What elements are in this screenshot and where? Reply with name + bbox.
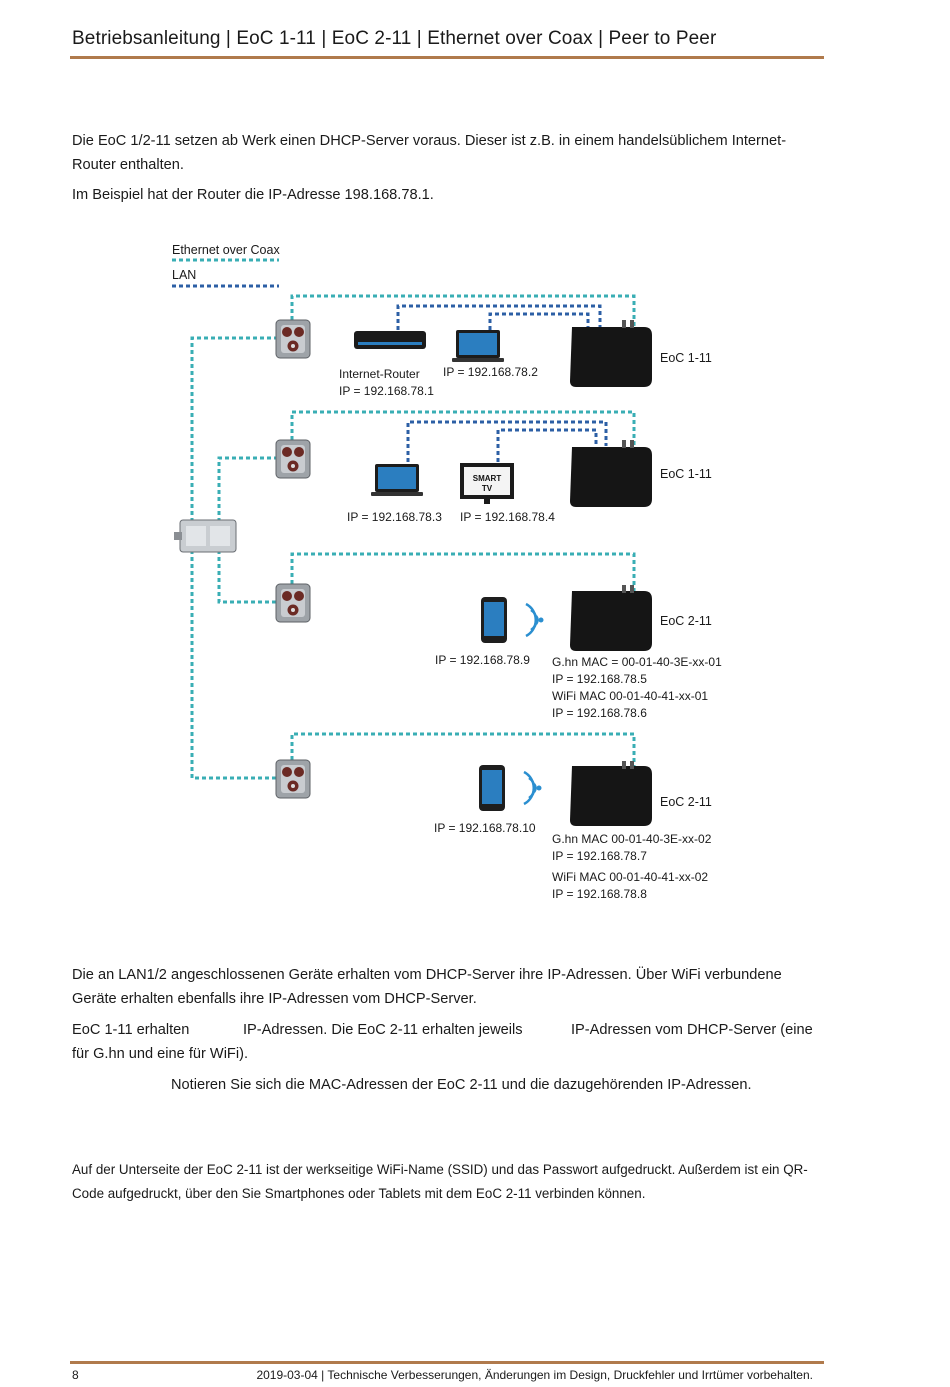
lan-lines — [396, 304, 608, 462]
coax-outlet-1 — [275, 319, 311, 359]
ip-count-line2: für G.hn und eine für WiFi). — [72, 1046, 249, 1062]
wifi-icon-2 — [522, 770, 543, 806]
eoc-d-wifi-ip: IP = 192.168.78.8 — [552, 887, 647, 901]
router-ip-label: IP = 192.168.78.1 — [339, 384, 434, 398]
eoc-device-d — [570, 766, 652, 826]
mac-note: Notieren Sie sich die MAC-Adressen der E… — [171, 1077, 752, 1093]
ip-count-part1: EoC 1-11 erhalten — [72, 1022, 190, 1038]
eoc-device-b — [570, 447, 652, 507]
internet-router-device — [354, 331, 426, 349]
eoc-device-c — [570, 591, 652, 651]
laptop2-ip-label: IP = 192.168.78.3 — [347, 510, 442, 524]
eoc-c-ghn-ip: IP = 192.168.78.5 — [552, 672, 647, 686]
laptop-device-2 — [371, 464, 423, 496]
smartphone-device-1 — [481, 597, 507, 643]
coax-lines — [190, 294, 636, 780]
ip-count-paragraph: EoC 1-11 erhalten IP-Adressen. Die EoC 2… — [72, 1018, 824, 1066]
tv-ip-label: IP = 192.168.78.4 — [460, 510, 555, 524]
wifi-icon-1 — [524, 602, 545, 638]
dhcp-p-line1: Die an LAN1/2 angeschlossenen Geräte erh… — [72, 967, 782, 983]
eoc-d-ghn-ip: IP = 192.168.78.7 — [552, 849, 647, 863]
eoc-a-port — [622, 320, 626, 328]
coax-outlet-4 — [275, 759, 311, 799]
ip-count-part3: IP-Adressen vom DHCP-Server (eine — [571, 1022, 813, 1038]
eoc-c-wifi-ip: IP = 192.168.78.6 — [552, 706, 647, 720]
network-diagram: Ethernet over Coax LAN Internet-Router I… — [172, 243, 722, 901]
eoc-b-port — [622, 440, 626, 448]
phone1-ip-label: IP = 192.168.78.9 — [435, 653, 530, 667]
legend-lan-label: LAN — [172, 268, 196, 282]
intro-paragraph-2: Im Beispiel hat der Router die IP-Adress… — [72, 187, 434, 203]
laptop1-ip-label: IP = 192.168.78.2 — [443, 365, 538, 379]
ip-count-part2: IP-Adressen. Die EoC 2-11 erhalten jewei… — [243, 1022, 523, 1038]
footer-disclaimer: 2019-03-04 | Technische Verbesserungen, … — [256, 1368, 813, 1382]
eoc-d-ghn-mac: G.hn MAC 00-01-40-3E-xx-02 — [552, 832, 712, 846]
page-header-title: Betriebsanleitung | EoC 1-11 | EoC 2-11 … — [72, 28, 717, 49]
coax-outlet-2 — [275, 439, 311, 479]
eoc-device-a — [570, 327, 652, 387]
header-rule — [70, 56, 824, 59]
legend-coax-label: Ethernet over Coax — [172, 243, 280, 257]
dhcp-p-line2: Geräte erhalten ebenfalls ihre IP-Adress… — [72, 991, 477, 1007]
dhcp-paragraph: Die an LAN1/2 angeschlossenen Geräte erh… — [72, 963, 824, 1011]
phone2-ip-label: IP = 192.168.78.10 — [434, 821, 536, 835]
ssid-paragraph: Auf der Unterseite der EoC 2-11 ist der … — [72, 1158, 824, 1206]
eoc-c-port — [622, 585, 626, 593]
eoc-d-port — [630, 761, 634, 769]
footer-rule — [70, 1361, 824, 1364]
eoc-c-wifi-mac: WiFi MAC 00-01-40-41-xx-01 — [552, 689, 708, 703]
coax-splitter — [174, 519, 237, 553]
tv-label-smart: SMART — [473, 474, 502, 483]
intro-p1-line1: Die EoC 1/2-11 setzen ab Werk einen DHCP… — [72, 133, 787, 149]
page-number: 8 — [72, 1368, 79, 1382]
ssid-p-line2: Code aufgedruckt, über den Sie Smartphon… — [72, 1186, 646, 1201]
eoc-a-label: EoC 1-11 — [660, 351, 712, 365]
intro-p1-line2: Router enthalten. — [72, 157, 184, 173]
eoc-b-label: EoC 1-11 — [660, 467, 712, 481]
eoc-d-wifi-mac: WiFi MAC 00-01-40-41-xx-02 — [552, 870, 708, 884]
eoc-a-port — [630, 320, 634, 328]
ssid-p-line1: Auf der Unterseite der EoC 2-11 ist der … — [72, 1162, 808, 1177]
eoc-c-label: EoC 2-11 — [660, 614, 712, 628]
tv-label-tv: TV — [482, 484, 493, 493]
laptop-device-1 — [452, 330, 504, 362]
eoc-c-port — [630, 585, 634, 593]
eoc-d-port — [622, 761, 626, 769]
intro-paragraph-1: Die EoC 1/2-11 setzen ab Werk einen DHCP… — [72, 129, 824, 177]
eoc-d-label: EoC 2-11 — [660, 795, 712, 809]
coax-outlet-3 — [275, 583, 311, 623]
eoc-b-port — [630, 440, 634, 448]
router-name-label: Internet-Router — [339, 367, 420, 381]
smartphone-device-2 — [479, 765, 505, 811]
eoc-c-ghn-mac: G.hn MAC = 00-01-40-3E-xx-01 — [552, 655, 722, 669]
smart-tv-device — [460, 463, 514, 504]
